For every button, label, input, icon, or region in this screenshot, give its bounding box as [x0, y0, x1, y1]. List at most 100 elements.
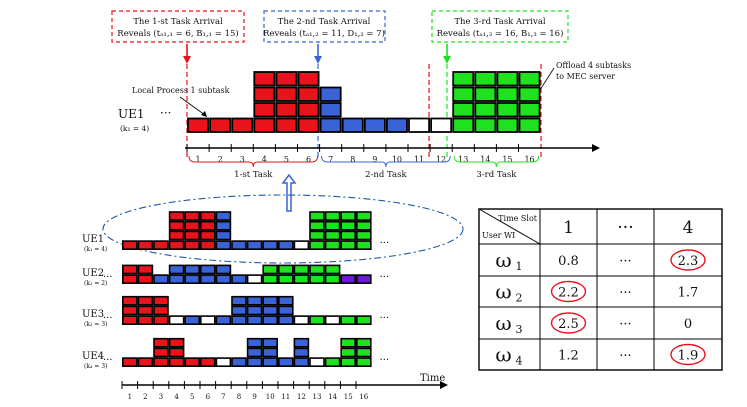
- bottom-cell: [246, 347, 263, 358]
- bottom-cell: [168, 347, 185, 358]
- bottom-cell: [231, 305, 247, 316]
- table-cell: 1.9: [678, 349, 699, 364]
- bottom-cell: [340, 220, 357, 231]
- arrival-box-3: The 3-rd Task Arrival Reveals (tₐ₁,₃ = 1…: [431, 10, 569, 43]
- table-cell: ···: [619, 254, 631, 269]
- bottom-ue-label: UE1: [82, 234, 104, 245]
- offload-note-arrow: [539, 67, 555, 91]
- top-cell: [275, 86, 298, 102]
- bottom-cell: [324, 211, 341, 221]
- bottom-cell: [168, 211, 185, 221]
- bottom-cell: [137, 264, 154, 275]
- top-cell: [253, 102, 276, 118]
- ue1-highlight-ellipse: [102, 194, 464, 264]
- bottom-cell: [215, 315, 232, 326]
- top-cell: [253, 117, 276, 133]
- top-cell: [209, 117, 232, 133]
- table-col-header: 1: [563, 218, 574, 238]
- top-cell: [474, 117, 497, 133]
- bottom-cell: [277, 274, 294, 285]
- bottom-cell: [215, 230, 232, 241]
- bottom-cell: [355, 274, 372, 285]
- top-cell: [297, 86, 320, 102]
- top-tick-label: 11: [414, 155, 424, 164]
- bottom-cell: [246, 315, 263, 326]
- bottom-tick-label: 2: [143, 393, 147, 401]
- top-cell: [231, 117, 254, 133]
- bottom-cell: [262, 295, 279, 306]
- bottom-tick-label: 6: [206, 393, 211, 401]
- bottom-cell: [122, 357, 138, 368]
- top-cell: [253, 71, 276, 87]
- bottom-cell: [153, 347, 169, 358]
- bottom-cell: [153, 274, 169, 285]
- bottom-cell: [168, 357, 185, 368]
- bottom-cell: [231, 315, 247, 326]
- bottom-cell: [137, 274, 154, 285]
- bottom-tick-label: 10: [266, 393, 275, 401]
- table-cell: ···: [619, 286, 631, 301]
- bottom-tick-label: 14: [328, 393, 337, 401]
- time-axis-label: Time: [420, 373, 445, 384]
- top-cell: [319, 117, 342, 133]
- bottom-cell: [200, 315, 216, 326]
- bottom-cell: [340, 315, 357, 326]
- bottom-cell: [246, 305, 263, 316]
- top-tick-label: 10: [392, 155, 402, 164]
- table-row-label: ω: [495, 311, 511, 335]
- bottom-cell: [262, 240, 279, 251]
- zoom-up-arrow: [281, 173, 297, 212]
- bottom-cell: [231, 274, 247, 285]
- bottom-cell: [231, 240, 247, 251]
- top-tick-label: 6: [306, 155, 311, 164]
- bottom-tick-label: 15: [344, 393, 353, 401]
- bottom-cell: [200, 274, 216, 285]
- bottom-cell: [246, 337, 263, 348]
- bottom-axis-arrowhead: [440, 381, 448, 389]
- bottom-cell: [200, 264, 216, 275]
- bottom-ue-label: UE2: [82, 268, 104, 279]
- top-cell: [297, 102, 320, 118]
- top-tick-label: 13: [458, 155, 468, 164]
- bottom-cell: [309, 274, 325, 285]
- top-cell: [452, 117, 475, 133]
- top-cell: [430, 117, 453, 133]
- bottom-cell: [324, 240, 341, 251]
- bottom-cell: [293, 347, 310, 358]
- top-ue-label: UE1: [118, 107, 145, 121]
- bottom-cell: [231, 295, 247, 306]
- table-frame: [478, 208, 723, 371]
- bottom-cell: [262, 305, 279, 316]
- top-tick-label: 5: [284, 155, 289, 164]
- top-cell: [297, 71, 320, 87]
- bottom-cell: [293, 240, 310, 251]
- bottom-cell: [246, 357, 263, 368]
- top-tick-label: 14: [480, 155, 490, 164]
- bottom-cell: [355, 211, 372, 221]
- top-tick-label: 16: [524, 155, 534, 164]
- bottom-tick-label: 7: [221, 393, 225, 401]
- bottom-cell: [309, 315, 325, 326]
- bottom-cell: [168, 220, 185, 231]
- arrival-2-title: The 2-nd Task Arrival: [278, 17, 371, 27]
- table-col-header: ···: [617, 218, 633, 238]
- top-tick-label: 12: [436, 155, 446, 164]
- table-cell: 0.8: [558, 254, 579, 269]
- bottom-cell: [355, 315, 372, 326]
- bottom-cell: [277, 315, 294, 326]
- bottom-timelines: UE1(k₁ = 4)···UE2(k₂ = 2)······UE3(k₃ = …: [82, 211, 389, 370]
- bottom-cell: [355, 230, 372, 241]
- bottom-cell: [246, 240, 263, 251]
- top-cell: [297, 117, 320, 133]
- bottom-cell: [277, 295, 294, 306]
- bottom-cell: [246, 295, 263, 306]
- top-cell: [518, 117, 541, 133]
- top-cell: [496, 86, 519, 102]
- arrival-arrow-1: [183, 44, 191, 64]
- bottom-cell: [277, 264, 294, 275]
- arrival-3-title: The 3-rd Task Arrival: [454, 17, 546, 27]
- bottom-cell: [340, 357, 357, 368]
- bottom-cell: [184, 240, 200, 251]
